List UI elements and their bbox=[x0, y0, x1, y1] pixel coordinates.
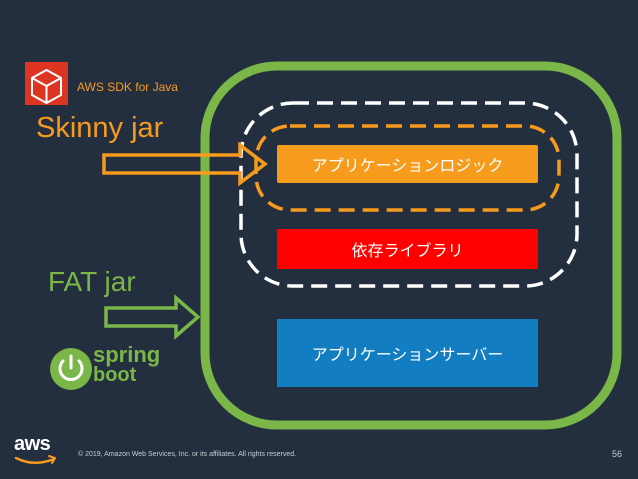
application-logic-box: アプリケーションロジック bbox=[277, 145, 538, 183]
dependencies-label: 依存ライブラリ bbox=[351, 241, 464, 260]
spring-boot-logo: spring boot bbox=[93, 342, 161, 386]
fat-arrow-icon bbox=[104, 294, 201, 340]
spring-logo-top: spring bbox=[93, 342, 161, 367]
dependencies-dashed-container bbox=[239, 101, 579, 288]
aws-sdk-label: AWS SDK for Java bbox=[77, 80, 178, 94]
fat-jar-container bbox=[200, 61, 622, 430]
page-number: 56 bbox=[611, 449, 622, 459]
aws-sdk-cube-icon bbox=[25, 62, 68, 105]
skinny-jar-label: Skinny jar bbox=[36, 112, 164, 144]
fat-jar-label: FAT jar bbox=[48, 266, 136, 297]
application-server-label: アプリケーションサーバー bbox=[311, 345, 504, 364]
dependencies-box: 依存ライブラリ bbox=[277, 229, 538, 269]
skinny-jar-dashed-container bbox=[254, 124, 561, 212]
application-logic-label: アプリケーションロジック bbox=[311, 156, 504, 175]
aws-logo: aws bbox=[14, 433, 51, 455]
copyright-text: © 2019, Amazon Web Services, Inc. or its… bbox=[78, 451, 297, 458]
spring-logo-bottom: boot bbox=[93, 364, 137, 386]
aws-smile-icon bbox=[14, 455, 57, 464]
skinny-arrow-icon bbox=[102, 141, 268, 187]
spring-power-icon bbox=[50, 348, 92, 390]
application-server-box: アプリケーションサーバー bbox=[277, 319, 538, 387]
